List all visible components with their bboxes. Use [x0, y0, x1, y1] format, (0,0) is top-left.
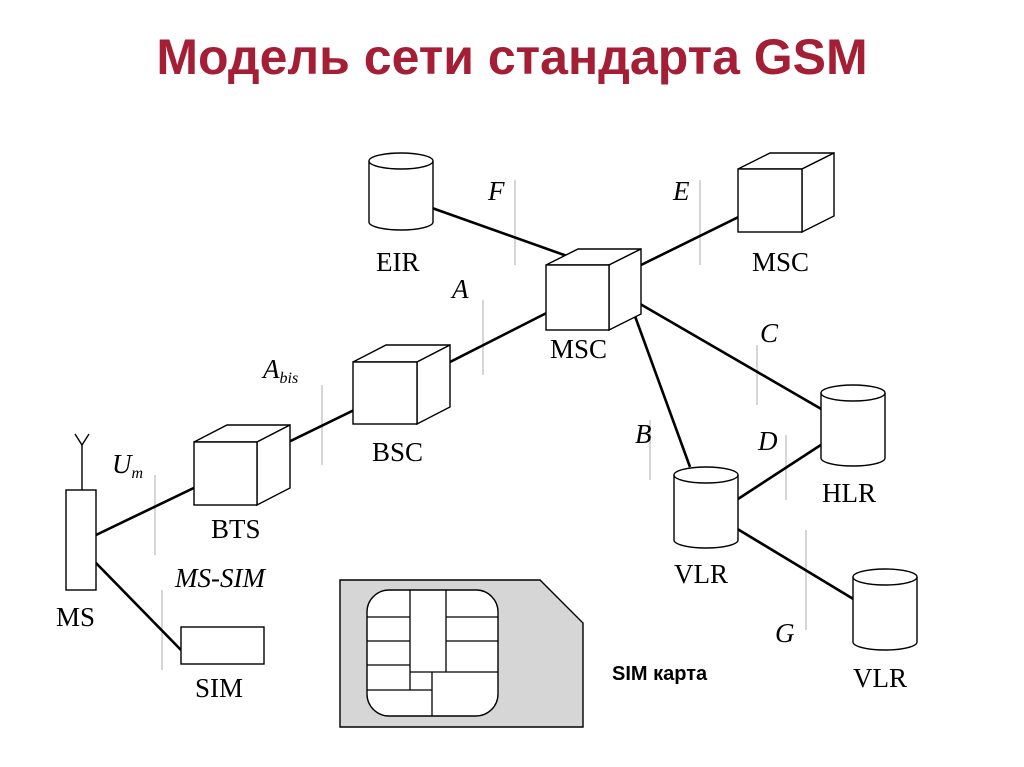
interface-abis-label: Abis [261, 354, 298, 387]
interface-um-label: Um [112, 449, 143, 482]
interface-abis-main: A [261, 354, 280, 384]
interface-b-label: B [635, 419, 652, 449]
interface-d-label: D [757, 426, 778, 456]
interface-e-label: E [672, 176, 690, 206]
sim-card-caption: SIM карта [612, 663, 708, 685]
bts-label: BTS [211, 514, 261, 544]
interface-um-subscript: m [132, 465, 144, 482]
interface-ms-sim-label: MS-SIM [174, 563, 266, 593]
hlr-database-icon [820, 384, 886, 467]
interface-abis-subscript: bis [280, 370, 299, 387]
sim-card-illustration [339, 579, 584, 728]
bsc-label: BSC [372, 437, 423, 467]
sim-label: SIM [195, 673, 243, 703]
ms-phone-icon [65, 433, 97, 591]
interface-c-label: C [760, 318, 779, 348]
bsc-cube-icon [352, 343, 451, 426]
interface-um-main: U [112, 449, 133, 479]
vlr-center-label: VLR [674, 559, 728, 589]
link-ms-sim [95, 562, 182, 651]
vlr-center-database-icon [673, 466, 739, 549]
msc-center-label: MSC [550, 334, 607, 364]
msc-top-cube-icon [737, 151, 835, 234]
sim-module-rect [180, 626, 265, 665]
link-msc-vlr [626, 296, 692, 468]
interface-g-label: G [775, 618, 795, 648]
eir-label: EIR [376, 247, 420, 277]
msc-top-label: MSC [752, 247, 809, 277]
interface-a-label: A [450, 274, 469, 304]
vlr-bottom-label: VLR [853, 663, 907, 693]
link-eir-msc [417, 201, 568, 258]
eir-database-icon [368, 152, 434, 231]
ms-label: MS [56, 602, 95, 632]
page-title: Модель сети стандарта GSM [156, 29, 868, 85]
bts-cube-icon [193, 423, 291, 507]
vlr-bottom-database-icon [852, 568, 918, 651]
msc-center-cube-icon [545, 247, 642, 332]
interface-f-label: F [487, 176, 505, 206]
hlr-label: HLR [822, 478, 876, 508]
link-msc-hlr [627, 295, 824, 412]
